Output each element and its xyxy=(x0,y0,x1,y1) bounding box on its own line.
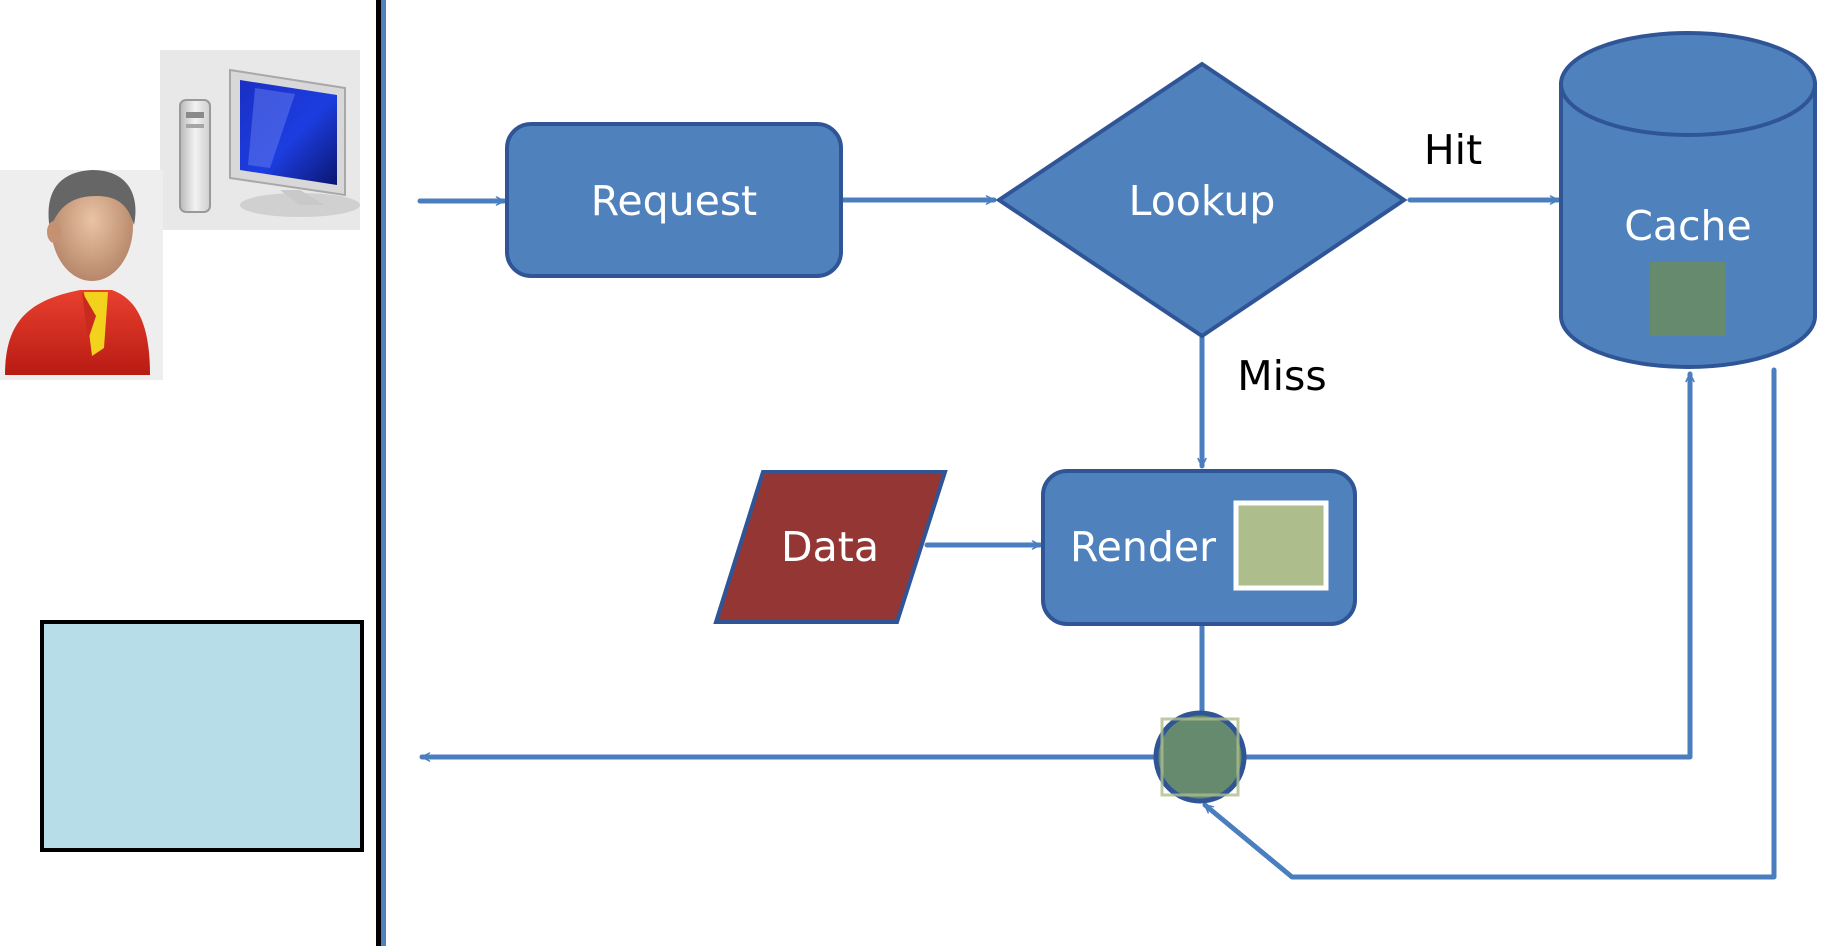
desktop-computer-icon xyxy=(160,50,360,230)
lookup-node: Lookup xyxy=(995,61,1408,339)
render-node: Render xyxy=(1041,469,1357,626)
render-label: Render xyxy=(1070,523,1216,571)
merged-fragment xyxy=(1160,717,1240,797)
rendered-fragment xyxy=(1233,500,1329,591)
client-server-divider xyxy=(376,0,381,946)
client-display-box xyxy=(40,620,364,852)
cache-label: Cache xyxy=(1624,202,1752,250)
arrow-cache-to-merge xyxy=(1202,367,1777,880)
lookup-label: Lookup xyxy=(1129,177,1276,225)
data-node: Data xyxy=(713,470,948,624)
arrow-merge-to-cache xyxy=(1237,371,1695,760)
request-node: Request xyxy=(505,122,843,278)
cached-fragment xyxy=(1650,262,1726,336)
user-avatar-icon xyxy=(0,170,163,380)
connectors xyxy=(417,195,1777,880)
data-label: Data xyxy=(781,523,879,571)
request-label: Request xyxy=(591,177,758,225)
edge-miss-label: Miss xyxy=(1237,352,1327,400)
edge-hit-label: Hit xyxy=(1424,126,1482,174)
cache-node: Cache xyxy=(1559,31,1817,369)
client-server-divider-highlight xyxy=(381,0,386,946)
merge-node xyxy=(1153,710,1247,804)
